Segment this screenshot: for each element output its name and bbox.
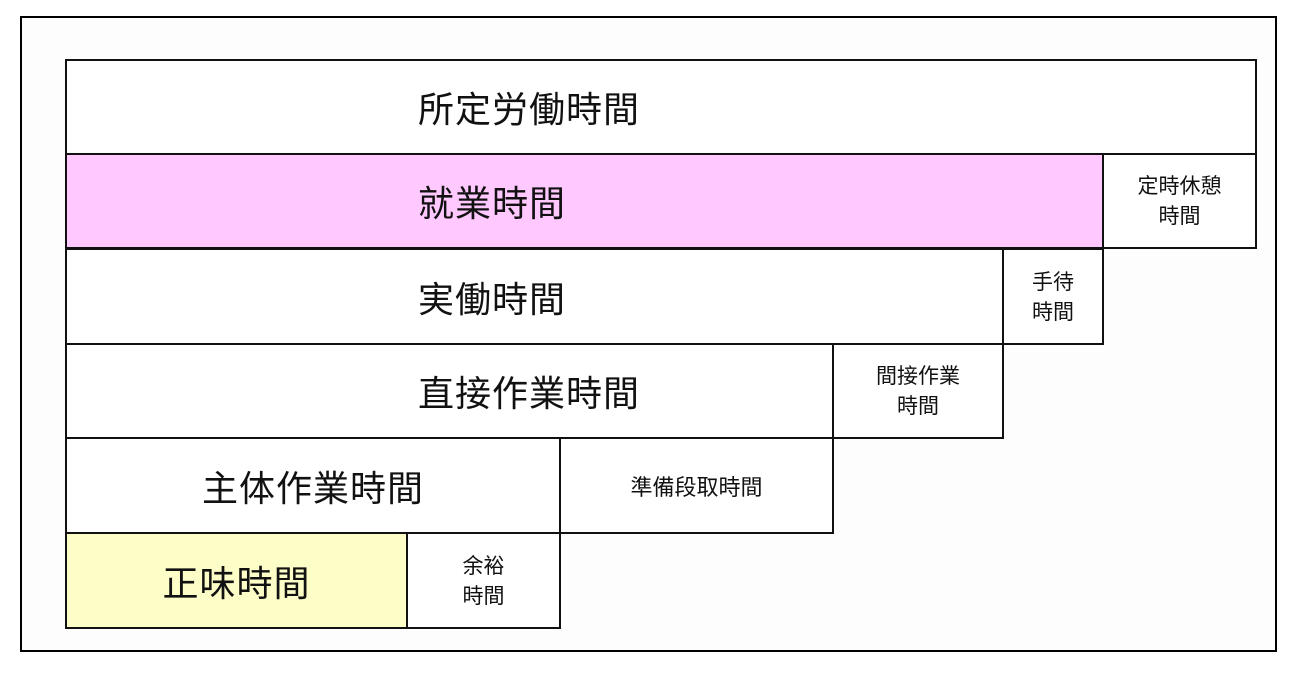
label-setup-time: 準備段取時間 (630, 475, 763, 501)
label-indirect-work-time: 間接作業 時間 (876, 364, 960, 418)
cell-actual-working-time: 実働時間 (65, 248, 1004, 345)
cell-idle-time: 手待 時間 (1002, 248, 1104, 345)
cell-scheduled-break-time: 定時休憩 時間 (1102, 153, 1257, 249)
cell-principal-work-time: 主体作業時間 (65, 437, 561, 534)
label-net-time: 正味時間 (162, 563, 311, 605)
label-allowance-time: 余裕 時間 (462, 553, 505, 608)
cell-direct-work-time: 直接作業時間 (65, 343, 834, 439)
label-scheduled-break-time: 定時休憩 時間 (1137, 174, 1222, 228)
label-idle-time: 手待 時間 (1032, 269, 1074, 324)
cell-scheduled-working-time: 所定労働時間 (65, 59, 1257, 155)
label-direct-work-time: 直接作業時間 (418, 374, 641, 415)
cell-net-time: 正味時間 (65, 532, 408, 629)
cell-indirect-work-time: 間接作業 時間 (832, 343, 1004, 439)
cell-setup-time: 準備段取時間 (559, 437, 834, 534)
label-principal-work-time: 主体作業時間 (201, 468, 424, 510)
cell-allowance-time: 余裕 時間 (406, 532, 561, 629)
label-working-hours: 就業時間 (418, 184, 567, 225)
label-actual-working-time: 実働時間 (418, 279, 567, 321)
label-scheduled-working-time: 所定労働時間 (418, 90, 641, 131)
cell-working-hours: 就業時間 (65, 153, 1104, 249)
